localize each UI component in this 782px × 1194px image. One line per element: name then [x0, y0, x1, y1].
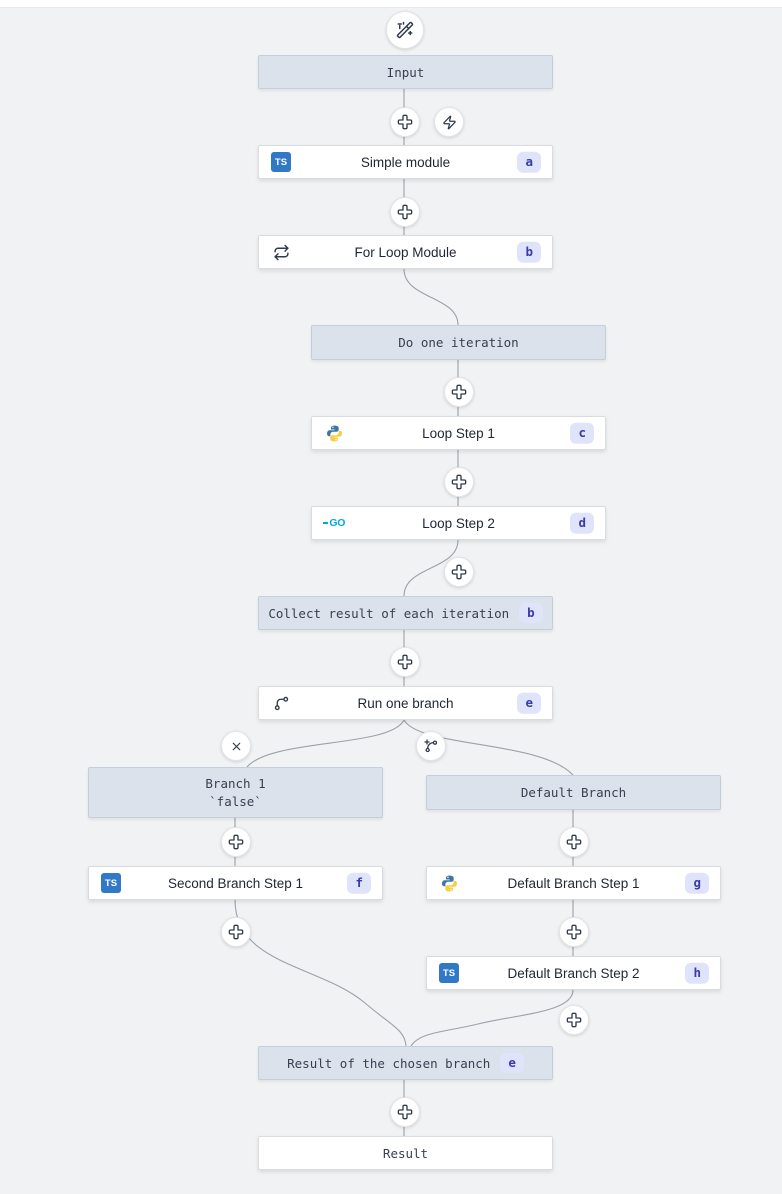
flow-result-node[interactable]: Result: [258, 1136, 553, 1170]
step-id-badge: g: [685, 872, 709, 894]
plus-cross-icon: [566, 834, 582, 850]
step-default-branch-step-1[interactable]: Default Branch Step 1 g: [426, 866, 721, 900]
plus-cross-icon: [397, 1104, 413, 1120]
step-id-badge: c: [570, 422, 594, 444]
merge-branch-result-node[interactable]: Result of the chosen branch e: [258, 1046, 553, 1080]
default-branch-node[interactable]: Default Branch: [426, 775, 721, 810]
node-label: Branch 1: [205, 775, 266, 791]
insert-step-button[interactable]: [444, 467, 474, 497]
insert-step-button[interactable]: [221, 827, 251, 857]
step-label: For Loop Module: [354, 244, 457, 260]
step-label: Loop Step 1: [422, 425, 495, 441]
node-label: Result of the chosen branch: [287, 1055, 491, 1071]
insert-step-button[interactable]: [221, 917, 251, 947]
node-label: Input: [386, 64, 425, 80]
insert-step-button[interactable]: [559, 917, 589, 947]
insert-step-button[interactable]: [559, 1005, 589, 1035]
plus-cross-icon: [566, 1012, 582, 1028]
step-simple-module[interactable]: TS Simple module a: [258, 145, 553, 179]
step-label: Default Branch Step 2: [507, 965, 640, 981]
insert-step-button[interactable]: [390, 197, 420, 227]
python-icon: [324, 423, 344, 443]
step-default-branch-step-2[interactable]: TS Default Branch Step 2 h: [426, 956, 721, 990]
step-id-badge: f: [347, 872, 371, 894]
typescript-icon: TS: [271, 152, 291, 172]
insert-step-button[interactable]: [559, 827, 589, 857]
remove-branch-button[interactable]: [221, 731, 251, 761]
step-id-badge: b: [519, 602, 543, 624]
plus-cross-icon: [397, 204, 413, 220]
insert-step-button[interactable]: [390, 107, 420, 137]
step-label: Second Branch Step 1: [167, 875, 304, 891]
plus-cross-icon: [397, 114, 413, 130]
plus-cross-icon: [451, 474, 467, 490]
step-for-loop-module[interactable]: For Loop Module b: [258, 235, 553, 269]
node-label: Result: [382, 1145, 429, 1161]
do-one-iteration-node[interactable]: Do one iteration: [311, 325, 606, 360]
step-loop-step-1[interactable]: Loop Step 1 c: [311, 416, 606, 450]
step-id-badge: e: [517, 692, 541, 714]
go-icon: GO: [324, 513, 345, 533]
node-label: Do one iteration: [398, 335, 519, 350]
insert-step-button[interactable]: [390, 1097, 420, 1127]
node-label: Collect result of each iteration: [268, 605, 510, 621]
wand-sparkles-icon: [396, 21, 414, 39]
node-label: Default Branch: [520, 785, 627, 800]
typescript-icon: TS: [101, 873, 121, 893]
step-id-badge: d: [570, 512, 594, 534]
plus-cross-icon: [228, 924, 244, 940]
insert-step-button[interactable]: [444, 377, 474, 407]
step-label: Run one branch: [357, 695, 454, 711]
step-id-badge: h: [685, 962, 709, 984]
step-run-one-branch[interactable]: Run one branch e: [258, 686, 553, 720]
x-icon: [230, 740, 243, 753]
collect-iteration-result-node[interactable]: Collect result of each iteration b: [258, 596, 553, 630]
branch-predicate-label: `false`: [209, 793, 262, 809]
step-id-badge: e: [500, 1052, 524, 1074]
plus-cross-icon: [228, 834, 244, 850]
step-loop-step-2[interactable]: GO Loop Step 2 d: [311, 506, 606, 540]
python-icon: [439, 873, 459, 893]
plus-cross-icon: [397, 654, 413, 670]
repeat-loop-icon: [271, 242, 291, 262]
flow-trigger-button[interactable]: [386, 11, 424, 49]
top-bar: [0, 0, 782, 8]
step-id-badge: b: [517, 241, 541, 263]
branch-1-node[interactable]: Branch 1 `false`: [88, 767, 383, 818]
insert-step-button[interactable]: [390, 647, 420, 677]
add-branch-button[interactable]: [416, 731, 446, 761]
branch-plus-icon: [423, 738, 439, 754]
step-label: Simple module: [360, 154, 451, 170]
plus-cross-icon: [451, 384, 467, 400]
step-second-branch-step-1[interactable]: TS Second Branch Step 1 f: [88, 866, 383, 900]
trigger-zap-button[interactable]: [434, 107, 464, 137]
plus-cross-icon: [451, 564, 467, 580]
zap-icon: [442, 115, 457, 130]
branch-one-icon: [271, 693, 291, 713]
step-label: Default Branch Step 1: [507, 875, 640, 891]
flow-input-node[interactable]: Input: [258, 55, 553, 89]
step-id-badge: a: [517, 151, 541, 173]
insert-step-button[interactable]: [444, 557, 474, 587]
step-label: Loop Step 2: [422, 515, 495, 531]
plus-cross-icon: [566, 924, 582, 940]
typescript-icon: TS: [439, 963, 459, 983]
